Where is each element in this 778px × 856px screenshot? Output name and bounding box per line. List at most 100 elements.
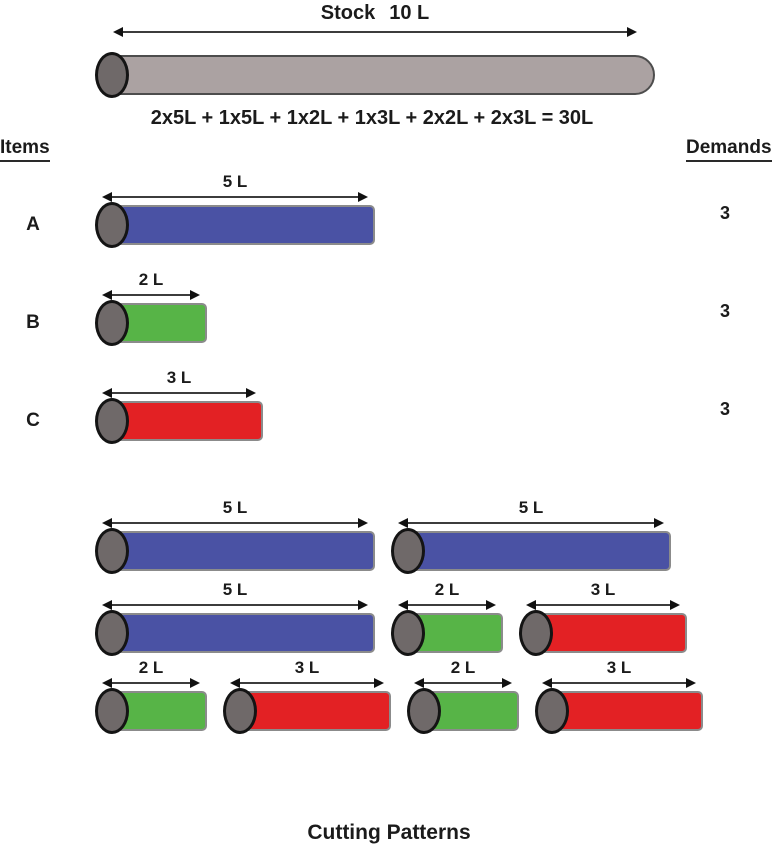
dimension-arrow bbox=[95, 518, 375, 528]
stock-label: Stock bbox=[320, 2, 376, 24]
double-arrow-icon bbox=[542, 678, 696, 688]
cylinder-cap bbox=[95, 52, 129, 98]
dimension-label: 5 L bbox=[222, 498, 248, 517]
double-arrow-icon bbox=[398, 518, 664, 528]
cylinder-cap bbox=[95, 202, 129, 248]
cylinder-body bbox=[240, 691, 391, 731]
dimension-arrow bbox=[391, 600, 503, 610]
stock-formula: 2x5L + 1x5L + 1x2L + 1x3L + 2x2L + 2x3L … bbox=[150, 107, 594, 129]
item-label: C bbox=[26, 410, 40, 431]
cylinder bbox=[407, 688, 519, 734]
dimension-label: 3 L bbox=[590, 580, 616, 599]
item-label: B bbox=[26, 312, 40, 333]
dimension-label: 2 L bbox=[450, 658, 476, 677]
dimension-label: 5 L bbox=[222, 580, 248, 599]
cylinder-cap bbox=[95, 398, 129, 444]
items-header: Items bbox=[0, 137, 50, 162]
double-arrow-icon bbox=[102, 678, 200, 688]
double-arrow-icon bbox=[113, 27, 637, 37]
cylinder bbox=[535, 688, 703, 734]
cylinder-body bbox=[112, 531, 375, 571]
pattern-piece: 3 L bbox=[535, 658, 703, 734]
cylinder-cap bbox=[407, 688, 441, 734]
dimension-arrow bbox=[391, 518, 671, 528]
stock-dimension-arrow bbox=[113, 27, 637, 37]
item-cylinder: 5 L bbox=[95, 172, 375, 248]
double-arrow-icon bbox=[102, 290, 200, 300]
cylinder-cap bbox=[535, 688, 569, 734]
pattern-piece: 5 L bbox=[391, 498, 671, 574]
dimension-label: 3 L bbox=[294, 658, 320, 677]
cylinder-body bbox=[536, 613, 687, 653]
double-arrow-icon bbox=[526, 600, 680, 610]
cylinder-cap bbox=[95, 688, 129, 734]
cylinder-cap bbox=[519, 610, 553, 656]
double-arrow-icon bbox=[102, 518, 368, 528]
cylinder-body bbox=[424, 691, 519, 731]
demand-value: 3 bbox=[719, 301, 730, 321]
dimension-arrow bbox=[519, 600, 687, 610]
demand-value: 3 bbox=[719, 399, 730, 419]
cylinder bbox=[95, 610, 375, 656]
pattern-piece: 3 L bbox=[519, 580, 687, 656]
cylinder-cap bbox=[95, 528, 129, 574]
cylinder bbox=[95, 52, 655, 98]
cylinder-cap bbox=[223, 688, 257, 734]
item-label: A bbox=[26, 214, 40, 235]
dimension-label: 5 L bbox=[222, 172, 248, 191]
demands-header: Demands bbox=[686, 137, 772, 162]
cylinder bbox=[391, 610, 503, 656]
cylinder-body bbox=[112, 205, 375, 245]
cylinder-cap bbox=[95, 610, 129, 656]
dimension-arrow bbox=[223, 678, 391, 688]
item-cylinder: 3 L bbox=[95, 368, 263, 444]
cylinder-body bbox=[552, 691, 703, 731]
cylinder-body bbox=[408, 531, 671, 571]
double-arrow-icon bbox=[230, 678, 384, 688]
cylinder bbox=[223, 688, 391, 734]
double-arrow-icon bbox=[102, 192, 368, 202]
cylinder-cap bbox=[391, 528, 425, 574]
stock-size-label: 10 L bbox=[389, 2, 430, 24]
cylinder-body bbox=[112, 613, 375, 653]
cylinder bbox=[95, 398, 263, 444]
dimension-label: 3 L bbox=[606, 658, 632, 677]
demand-value: 3 bbox=[719, 203, 730, 223]
cylinder bbox=[391, 528, 671, 574]
double-arrow-icon bbox=[398, 600, 496, 610]
cylinder bbox=[95, 688, 207, 734]
dimension-arrow bbox=[407, 678, 519, 688]
pattern-piece: 3 L bbox=[223, 658, 391, 734]
double-arrow-icon bbox=[102, 600, 368, 610]
dimension-arrow bbox=[95, 192, 375, 202]
stock-title: Stock 10 L bbox=[115, 1, 635, 25]
diagram-caption: Cutting Patterns bbox=[307, 821, 471, 844]
stock-cylinder bbox=[95, 52, 655, 98]
pattern-row: 5 L 5 L bbox=[95, 498, 671, 574]
double-arrow-icon bbox=[414, 678, 512, 688]
dimension-arrow bbox=[535, 678, 703, 688]
dimension-arrow bbox=[95, 678, 207, 688]
double-arrow-icon bbox=[102, 388, 256, 398]
dimension-label: 5 L bbox=[518, 498, 544, 517]
stock-dimension: Stock 10 L bbox=[113, 1, 637, 37]
cylinder-cap bbox=[95, 300, 129, 346]
pattern-row: 5 L 2 L 3 L bbox=[95, 580, 687, 656]
dimension-label: 2 L bbox=[138, 658, 164, 677]
pattern-piece: 2 L bbox=[407, 658, 519, 734]
dimension-label: 2 L bbox=[138, 270, 164, 289]
dimension-label: 2 L bbox=[434, 580, 460, 599]
cylinder-cap bbox=[391, 610, 425, 656]
pattern-piece: 2 L bbox=[391, 580, 503, 656]
pattern-piece: 2 L bbox=[95, 658, 207, 734]
cylinder-body bbox=[112, 401, 263, 441]
pattern-piece: 5 L bbox=[95, 498, 375, 574]
cylinder bbox=[95, 300, 207, 346]
pattern-piece: 5 L bbox=[95, 580, 375, 656]
item-cylinder: 2 L bbox=[95, 270, 207, 346]
cylinder bbox=[95, 528, 375, 574]
dimension-label: 3 L bbox=[166, 368, 192, 387]
cylinder-body bbox=[112, 55, 655, 95]
dimension-arrow bbox=[95, 600, 375, 610]
